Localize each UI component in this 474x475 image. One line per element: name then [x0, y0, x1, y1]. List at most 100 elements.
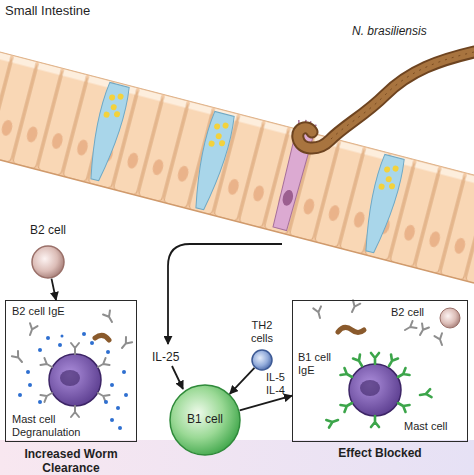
- worm: [298, 52, 474, 148]
- epithelium: [0, 52, 474, 283]
- goblet-cell: [103, 111, 110, 118]
- degranulation-scene: [40, 390, 54, 402]
- worm: [298, 52, 474, 148]
- degranulation-scene: [122, 370, 126, 374]
- node-text: B2 cell: [391, 306, 439, 319]
- b1-cell-circle: B1 cell: [169, 384, 241, 456]
- cell-outline: [251, 349, 273, 371]
- degranulation-scene: [38, 400, 42, 404]
- goblet-cell: [108, 94, 115, 101]
- goblet-cell: [113, 111, 120, 118]
- blocked-scene: [419, 389, 431, 399]
- degranulation-scene: [26, 323, 37, 336]
- goblet-cell: [358, 154, 406, 255]
- node-text: B2 cell IgE: [12, 305, 132, 318]
- degranulation-scene: [82, 332, 86, 336]
- blocked-scene: [371, 353, 379, 364]
- degranulation-scene: [104, 400, 108, 404]
- text-label: IL-5: [266, 370, 285, 384]
- epithelium: [0, 52, 474, 283]
- cell-outline: [31, 245, 65, 279]
- node-text: B2 cell: [18, 224, 78, 237]
- arrow-connector: [52, 279, 57, 300]
- goblet-cell: [83, 82, 131, 183]
- text-label: IL-4: [266, 383, 285, 397]
- degranulation-scene: [61, 335, 64, 338]
- node-text: Effect Blocked: [293, 447, 467, 460]
- goblet-cell: [83, 82, 131, 183]
- epithelium: [0, 52, 474, 175]
- text-label: IL-25: [152, 350, 179, 364]
- blocked-scene: [326, 416, 339, 427]
- degranulation-scene: [124, 393, 128, 397]
- blocked-scene: [349, 364, 401, 416]
- blocked-scene: [396, 368, 410, 380]
- degranulation-scene: [116, 406, 120, 410]
- cell-circle: [32, 246, 64, 278]
- blocked-scene: [403, 321, 417, 333]
- panel-box: B2 cell IgEMast cell DegranulationIncrea…: [5, 300, 137, 442]
- blocked-scene: [396, 400, 410, 412]
- worm: [298, 52, 474, 148]
- node-text: Increased Worm Clearance: [3, 447, 139, 475]
- degranulation-scene: [49, 354, 101, 406]
- goblet-cell: [358, 154, 406, 255]
- degranulation-scene: [12, 310, 132, 430]
- degranulation-scene: [110, 418, 114, 422]
- blocked-scene: [386, 354, 398, 368]
- cell-circle: [170, 385, 240, 455]
- background-band: [0, 440, 474, 475]
- worm: [330, 52, 474, 140]
- blocked-scene: [348, 300, 360, 313]
- degranulation-scene: [28, 383, 32, 387]
- blocked-scene: [353, 354, 365, 368]
- goblet-cell: [385, 176, 392, 183]
- degranulation-scene: [38, 348, 42, 352]
- goblet-cell: [215, 133, 222, 140]
- blocked-scene: [371, 416, 379, 427]
- cell-circle: [252, 350, 272, 370]
- text-label: N. brasiliensis: [352, 24, 427, 38]
- blocked-scene: [313, 300, 460, 427]
- goblet-cell: [218, 140, 225, 147]
- degranulation-scene: [103, 310, 115, 324]
- epithelium: [0, 52, 474, 283]
- degranulation-scene: [46, 336, 50, 340]
- blocked-scene: [340, 400, 354, 412]
- degranulation-scene: [95, 335, 109, 340]
- degranulation-scene: [60, 370, 80, 386]
- degranulation-scene: [71, 406, 79, 417]
- degranulation-scene: [119, 337, 132, 351]
- degranulation-scene: [18, 393, 22, 397]
- node-text: TH2 cells: [244, 319, 280, 345]
- tuft-cell: [281, 189, 295, 207]
- node-text: B1 cell: [169, 413, 241, 426]
- b2-cell-circle: B2 cell: [31, 245, 65, 279]
- degranulation-scene: [110, 383, 114, 387]
- arrow-connector: [240, 396, 292, 411]
- degranulation-scene: [71, 343, 79, 354]
- node-text: Mast cell Degranulation: [12, 413, 104, 439]
- goblet-cell: [188, 111, 236, 212]
- text-label: Small Intestine: [5, 4, 90, 18]
- goblet-cell: [110, 104, 117, 111]
- panel-box: B2 cellB1 cell IgEMast cellEffect Blocke…: [292, 300, 468, 442]
- blocked-scene: [313, 306, 324, 319]
- blocked-scene: [340, 368, 354, 380]
- degranulation-scene: [26, 370, 30, 374]
- th2-cell-circle: TH2 cells: [251, 349, 273, 371]
- goblet-cell: [208, 140, 215, 147]
- goblet-cell: [388, 183, 395, 190]
- node-text: Mast cell: [404, 420, 464, 433]
- arrow-connector: [230, 368, 255, 394]
- degranulation-scene: [12, 351, 25, 365]
- goblet-cell: [383, 166, 390, 173]
- signal-arrow: [168, 244, 282, 344]
- blocked-scene: [434, 333, 445, 346]
- goblet-cell: [83, 82, 406, 255]
- signal-arrow: [168, 244, 282, 389]
- degranulation-scene: [40, 358, 54, 370]
- goblet-cell: [392, 165, 399, 172]
